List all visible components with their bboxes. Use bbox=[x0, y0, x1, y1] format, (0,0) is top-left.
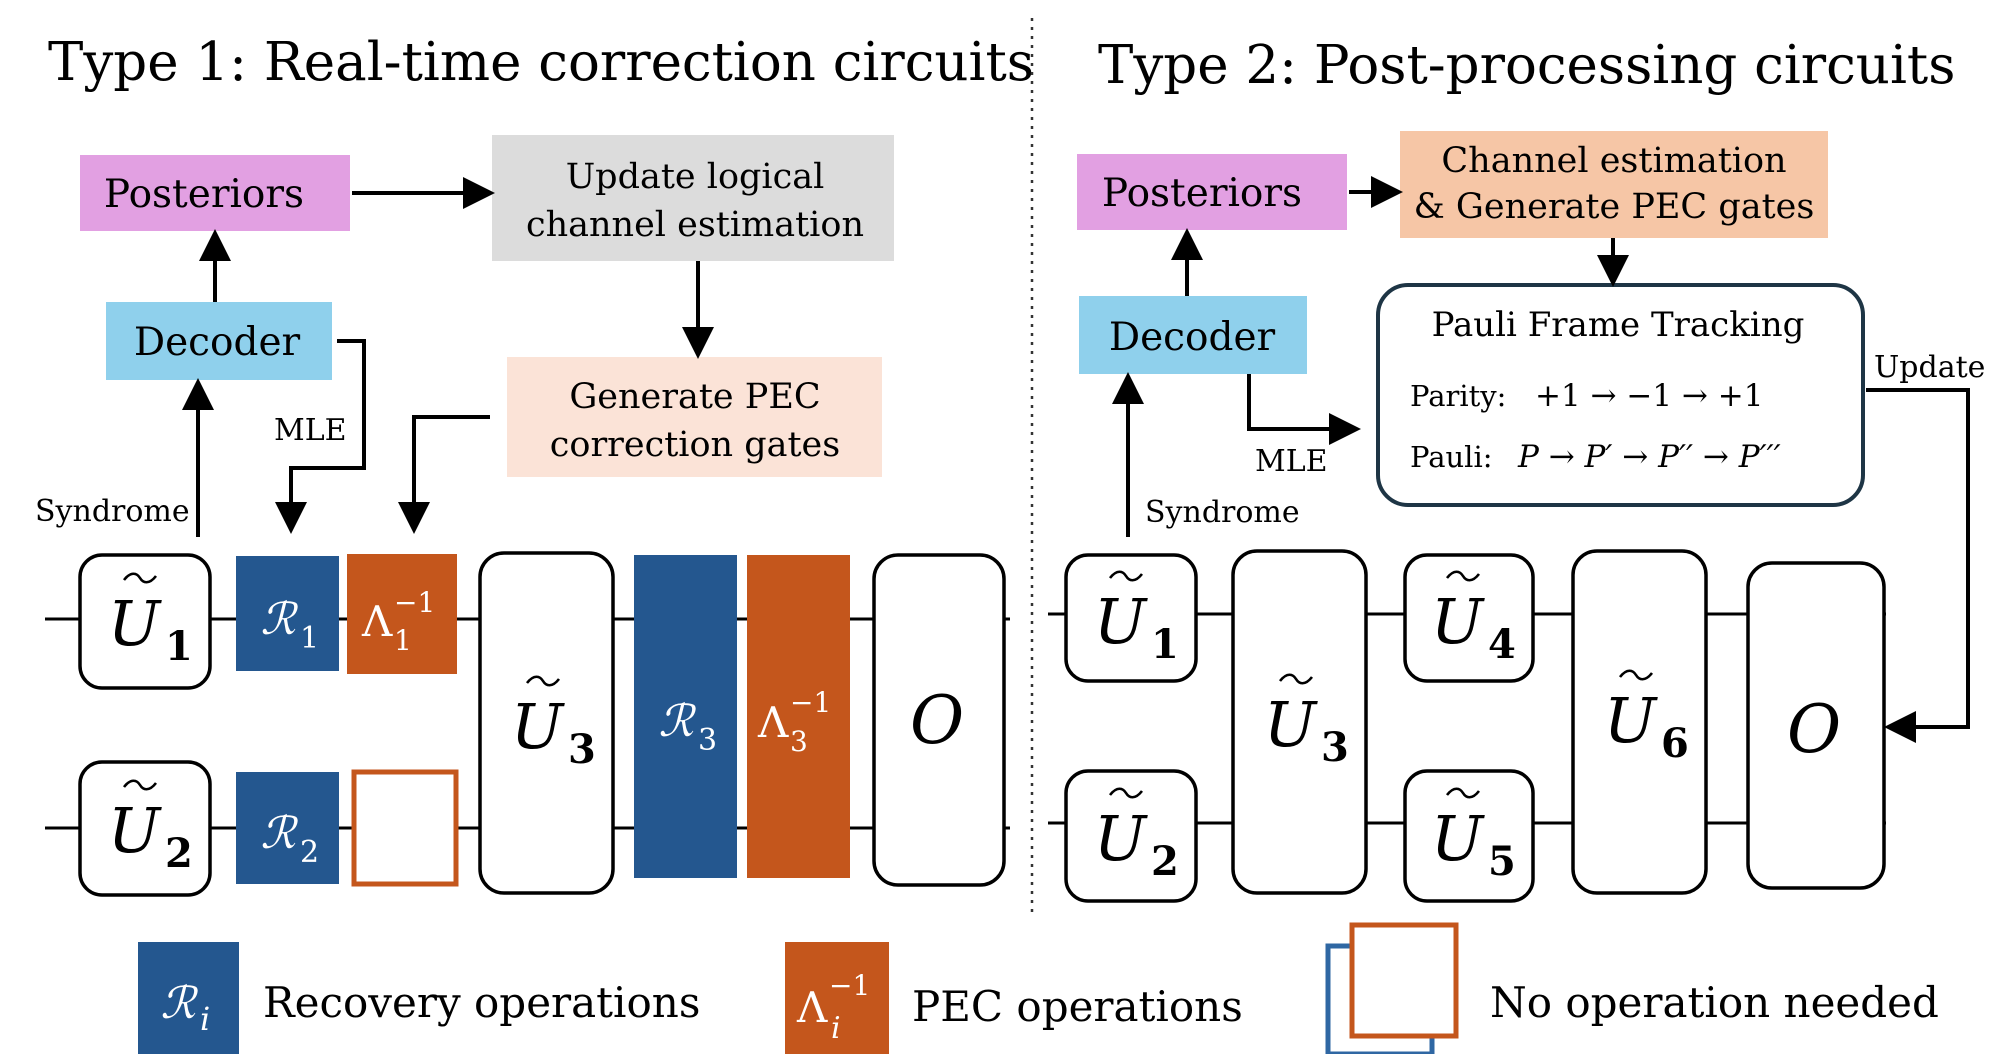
gate-lambda1-sub: 1 bbox=[394, 624, 412, 657]
gate-lambda3-sub: 3 bbox=[790, 725, 808, 758]
gate-u3-sub: 3 bbox=[568, 726, 596, 773]
decoder-label: Decoder bbox=[134, 320, 301, 365]
gate-u6-sub: 6 bbox=[1661, 720, 1689, 767]
gate-u3-label: U bbox=[511, 690, 565, 763]
posteriors-label: Posteriors bbox=[104, 172, 304, 217]
gate-u3-2-sub: 3 bbox=[1321, 724, 1349, 771]
syndrome-label-2: Syndrome bbox=[1145, 495, 1300, 530]
legend-none-label: No operation needed bbox=[1490, 978, 1939, 1027]
update-channel-box bbox=[492, 135, 894, 261]
posteriors-box-2 bbox=[1077, 154, 1347, 230]
generate-pec-line2: correction gates bbox=[550, 425, 840, 465]
arrow-pft-update-to-o bbox=[1866, 388, 1970, 743]
gate-u1-2-label: U bbox=[1094, 585, 1148, 658]
gate-u2-sub: 2 bbox=[165, 830, 193, 877]
parity-label: Parity: bbox=[1410, 379, 1506, 413]
gate-r3-label: ℛ bbox=[658, 696, 696, 747]
pauli-sequence: P → P′ → P′′ → P′′′ bbox=[1517, 439, 1781, 475]
gate-u2-2-sub: 2 bbox=[1151, 838, 1179, 885]
syndrome-label-1: Syndrome bbox=[35, 494, 190, 529]
gate-lambda3 bbox=[747, 555, 850, 878]
gate-o-1-label: O bbox=[910, 682, 964, 759]
panel1-flowchart: Posteriors Update logical channel estima… bbox=[35, 135, 894, 537]
legend-none-swatch-orange bbox=[1349, 922, 1459, 1039]
gate-u3 bbox=[478, 551, 615, 895]
gate-u2-label: U bbox=[108, 794, 162, 867]
gate-r3 bbox=[634, 555, 737, 878]
channel-estimation-line2: & Generate PEC gates bbox=[1414, 187, 1815, 227]
gate-lambda1-sup: −1 bbox=[394, 586, 435, 619]
gate-lambda1-label: Λ bbox=[361, 597, 393, 646]
posteriors-box bbox=[80, 155, 350, 231]
gate-u4 bbox=[1403, 553, 1535, 683]
decoder-box-2 bbox=[1079, 296, 1307, 374]
legend-recovery-label: Recovery operations bbox=[263, 978, 700, 1027]
panel1-title: Type 1: Real-time correction circuits bbox=[48, 32, 1034, 93]
gate-r2-sub: 2 bbox=[300, 835, 319, 870]
mle-label-2: MLE bbox=[1255, 444, 1328, 479]
gate-lambda3-label: Λ bbox=[757, 698, 789, 747]
decoder-label-2: Decoder bbox=[1109, 315, 1276, 360]
decoder-box bbox=[106, 302, 332, 380]
gate-u1-2-sub: 1 bbox=[1151, 621, 1179, 668]
gate-u2 bbox=[78, 760, 212, 897]
gate-u1-sub: 1 bbox=[165, 623, 193, 670]
parity-sequence: +1 → −1 → +1 bbox=[1535, 378, 1763, 414]
pft-title: Pauli Frame Tracking bbox=[1432, 305, 1805, 345]
legend: ℛ i Recovery operations Λ −1 i PEC opera… bbox=[138, 922, 1939, 1054]
gate-r1 bbox=[236, 556, 339, 671]
gate-u2-2-label: U bbox=[1094, 802, 1148, 875]
gate-r3-sub: 3 bbox=[698, 723, 717, 758]
gate-u1-label: U bbox=[108, 587, 162, 660]
legend-pec-swatch bbox=[785, 942, 889, 1054]
gate-u5 bbox=[1403, 769, 1535, 903]
gate-r1-label: ℛ bbox=[260, 594, 298, 645]
legend-recovery-swatch bbox=[138, 942, 239, 1054]
gate-empty-outline bbox=[351, 769, 459, 887]
gate-u2-2 bbox=[1064, 769, 1198, 903]
pauli-label: Pauli: bbox=[1410, 440, 1493, 474]
gate-u3-2-label: U bbox=[1264, 688, 1318, 761]
gate-u4-label: U bbox=[1431, 585, 1485, 658]
channel-estimation-line1: Channel estimation bbox=[1441, 141, 1786, 181]
gate-o-1 bbox=[872, 553, 1006, 887]
panel2-flowchart: Posteriors Channel estimation & Generate… bbox=[1077, 131, 1985, 743]
update-channel-line2: channel estimation bbox=[526, 205, 864, 245]
gate-o-2 bbox=[1746, 561, 1886, 890]
gate-lambda3-sup: −1 bbox=[790, 686, 831, 719]
arrow-generate-to-lambda1 bbox=[398, 415, 490, 534]
legend-pec-sup: −1 bbox=[829, 969, 870, 1002]
gate-o-2-label: O bbox=[1787, 691, 1841, 768]
legend-pec-label: PEC operations bbox=[912, 982, 1243, 1031]
gate-u4-sub: 4 bbox=[1488, 621, 1516, 668]
arrow-decoder2-to-pft bbox=[1247, 374, 1361, 445]
update-label: Update bbox=[1874, 350, 1985, 385]
gate-r2-label: ℛ bbox=[260, 808, 298, 859]
gate-u6-label: U bbox=[1604, 684, 1658, 757]
panel1-circuit: U 1 U 2 ℛ 1 ℛ 2 Λ −1 1 U 3 ℛ 3 Λ −1 bbox=[45, 551, 1010, 897]
gate-r1-sub: 1 bbox=[300, 621, 319, 656]
gate-u1-2 bbox=[1064, 553, 1198, 683]
gate-lambda1 bbox=[347, 554, 457, 674]
legend-pec-sub: i bbox=[831, 1011, 841, 1046]
legend-pec-symbol: Λ bbox=[796, 983, 828, 1032]
panel2-title: Type 2: Post-processing circuits bbox=[1098, 35, 1955, 96]
generate-pec-line1: Generate PEC bbox=[569, 377, 820, 417]
gate-r2 bbox=[236, 772, 339, 884]
generate-pec-box bbox=[507, 357, 882, 477]
legend-recovery-sub: i bbox=[200, 1000, 210, 1038]
gate-u3-2 bbox=[1231, 549, 1368, 895]
gate-u5-label: U bbox=[1431, 802, 1485, 875]
update-channel-line1: Update logical bbox=[566, 157, 825, 197]
mle-label-1: MLE bbox=[274, 413, 347, 448]
channel-estimation-box bbox=[1400, 131, 1828, 238]
gate-u1 bbox=[78, 553, 212, 690]
arrow-decoder-to-r1 bbox=[275, 339, 366, 534]
gate-u5-sub: 5 bbox=[1488, 838, 1516, 885]
gate-u6 bbox=[1571, 549, 1708, 895]
legend-recovery-symbol: ℛ bbox=[160, 978, 198, 1029]
posteriors-label-2: Posteriors bbox=[1102, 171, 1302, 216]
panel2-circuit: U 1 U 2 U 3 U 4 U 5 U 6 O bbox=[1048, 549, 1886, 903]
